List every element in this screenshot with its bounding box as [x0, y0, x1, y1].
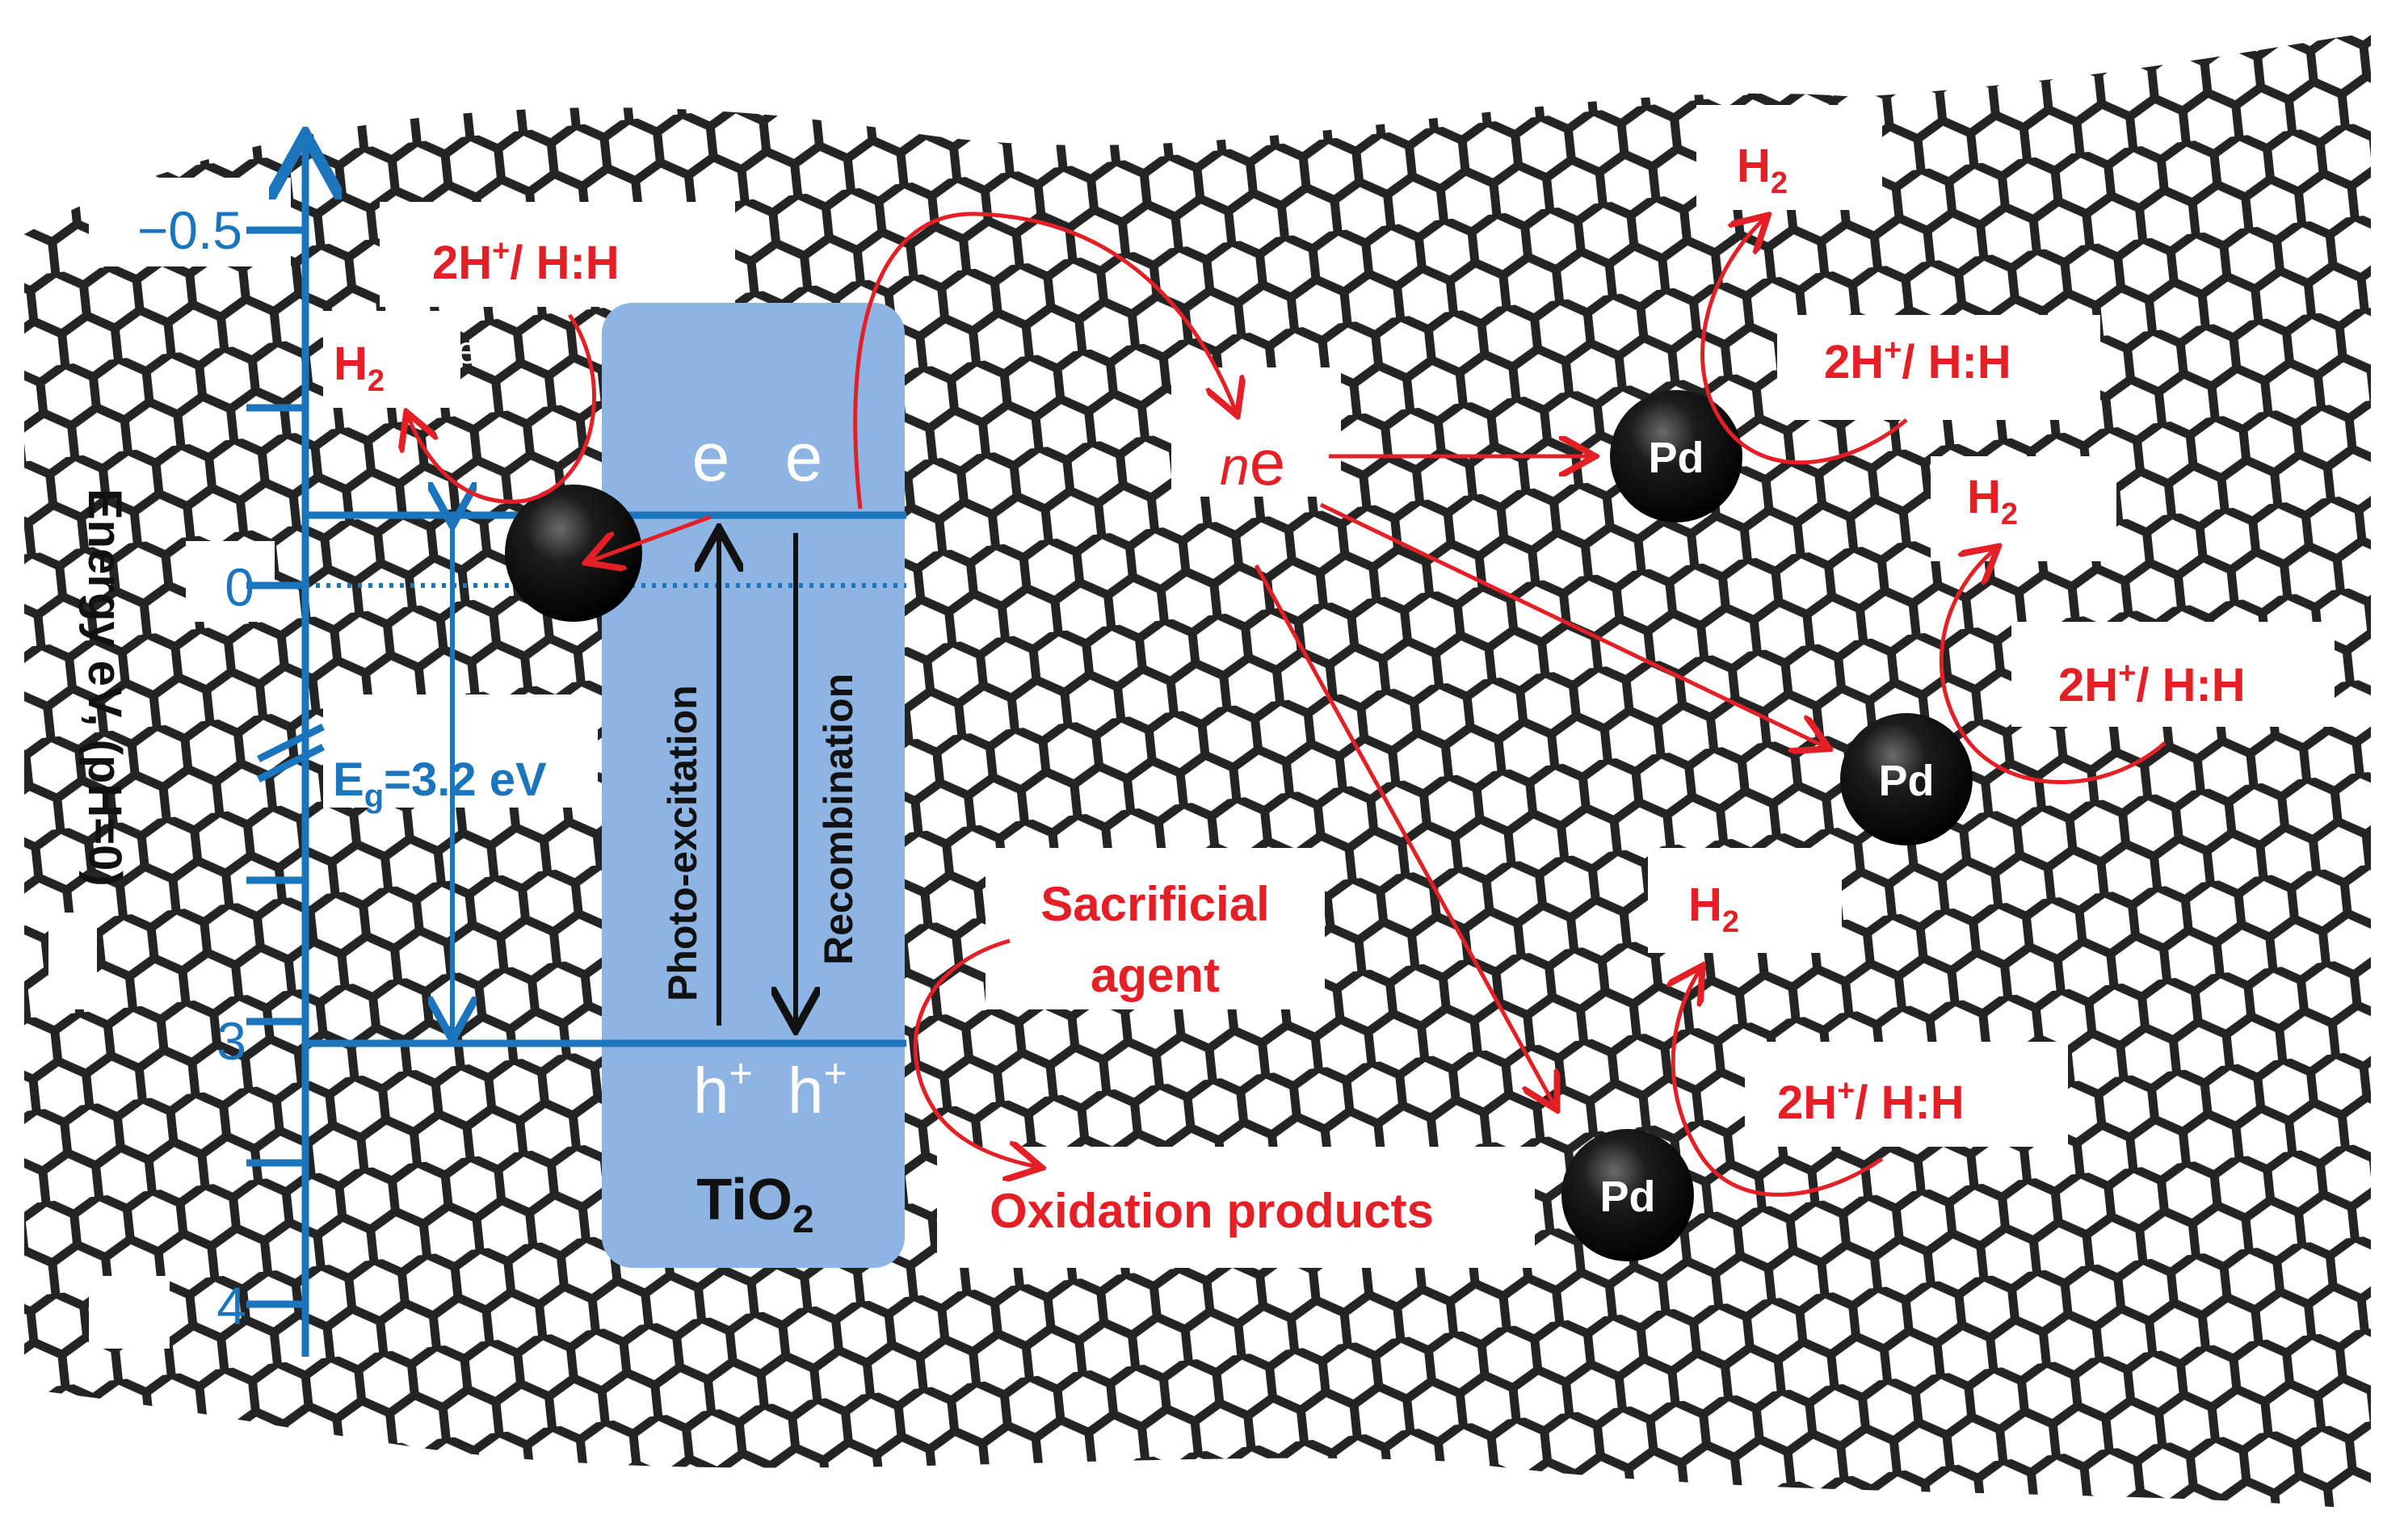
reaction-label-pd2: 2H+/ H:H	[2058, 657, 2246, 711]
h2-label-pd2: H2	[1967, 471, 2018, 531]
hole-2: h+	[788, 1051, 847, 1127]
photo-excitation-label: Photo-excitation	[660, 685, 705, 1001]
h2-evolution-arrows	[1673, 218, 2167, 1197]
electron-1: e	[692, 419, 730, 495]
tick-label-4: 4	[216, 1276, 246, 1336]
reaction-label-left: 2H+/ H:H	[432, 234, 620, 289]
electron-distribution-arrows	[1254, 456, 1826, 1106]
cocatalyst-particle	[505, 485, 642, 622]
h2-label-left: H2	[334, 338, 385, 398]
sacrificial-agent-line-1: Sacrificial	[1040, 877, 1270, 931]
pd-label-2: Pd	[1878, 757, 1934, 805]
electron-2: e	[785, 419, 823, 495]
recombination-label: Recombination	[816, 673, 861, 965]
tick-label-minus-0-5: −0.5	[137, 200, 242, 260]
pd-label-1: Pd	[1648, 434, 1704, 482]
pd-label-3: Pd	[1599, 1173, 1655, 1221]
oxidation-arrow	[913, 938, 1038, 1167]
reaction-label-pd3: 2H+/ H:H	[1777, 1074, 1965, 1129]
pd-particle-2: Pd	[1840, 713, 1973, 846]
pd-particle-1: Pd	[1610, 390, 1742, 522]
energy-axis	[246, 141, 323, 1357]
h2-label-pd3: H2	[1688, 879, 1739, 939]
left-reaction-arrows	[408, 313, 712, 561]
energy-axis-title: Energy eV, (pH=0)	[78, 489, 131, 887]
electron-transfer-label: ne	[1220, 426, 1285, 498]
sacrificial-agent-line-2: agent	[1091, 948, 1220, 1002]
electron-transfer-arrow	[853, 212, 1236, 510]
small-electron-label: e	[456, 329, 478, 372]
reaction-label-pd1: 2H+/ H:H	[1824, 334, 2011, 388]
h2-label-pd1: H2	[1737, 140, 1788, 200]
oxidation-products-label: Oxidation products	[990, 1184, 1434, 1238]
hole-1: h+	[693, 1051, 753, 1127]
pd-particle-3: Pd	[1561, 1129, 1694, 1261]
tick-label-0: 0	[225, 557, 254, 617]
tio2-block	[602, 303, 905, 1268]
axis-break-mark	[256, 723, 326, 763]
tio2-label: TiO2	[696, 1168, 813, 1241]
tick-label-3: 3	[216, 1011, 246, 1071]
bandgap-label: Eg=3.2 eV	[333, 753, 547, 814]
